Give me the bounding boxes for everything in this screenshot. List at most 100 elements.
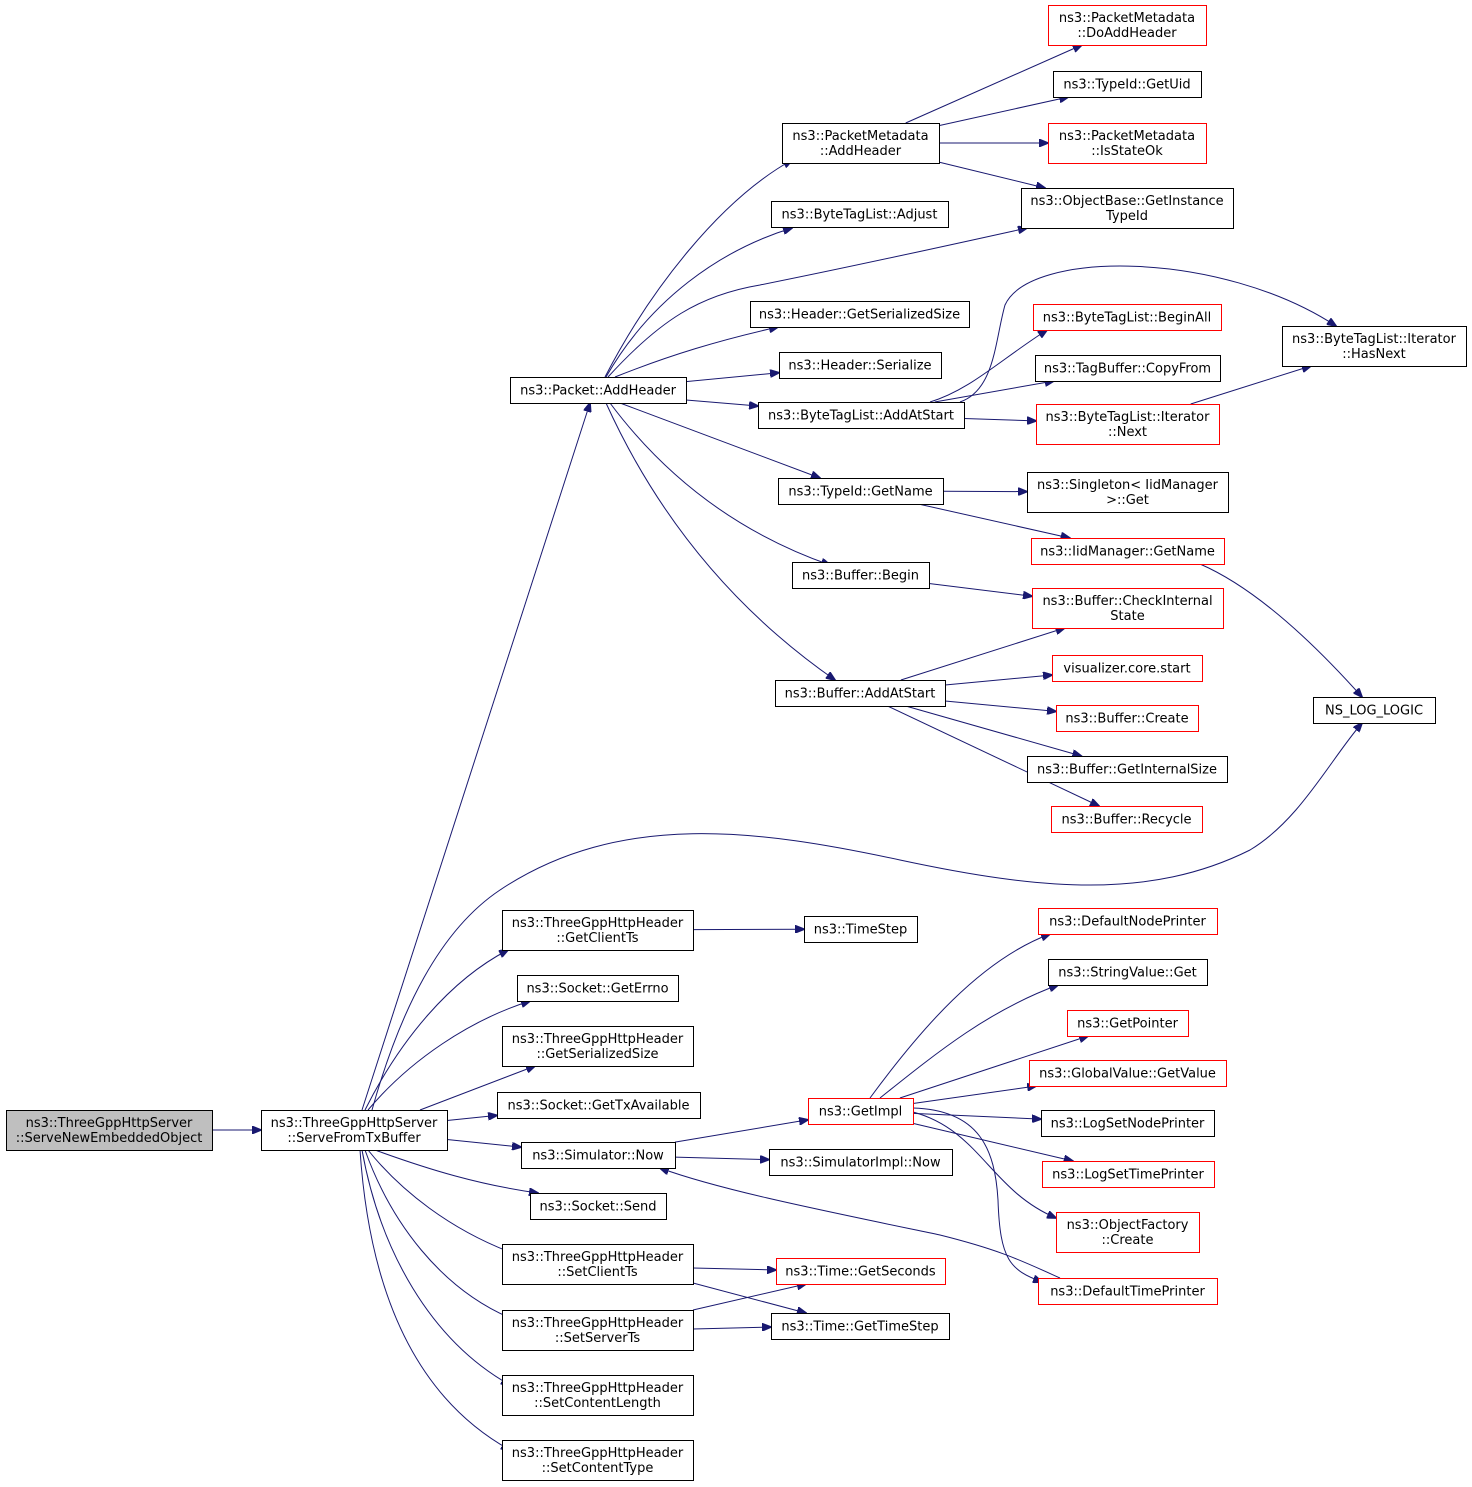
edge-pkt_addheader-to-btl_addatstart	[685, 399, 758, 406]
node-btl-addatstart[interactable]: ns3::ByteTagList::AddAtStart	[758, 402, 965, 429]
node-box	[1051, 806, 1203, 833]
node-label: ns3::ThreeGppHttpHeader	[512, 1316, 684, 1331]
node-hh-getsersize[interactable]: ns3::ThreeGppHttpHeader::GetSerializedSi…	[502, 1026, 694, 1067]
edge-serve_tx-to-pkt_addheader	[361, 403, 590, 1111]
node-ns-log-logic[interactable]: NS_LOG_LOGIC	[1313, 697, 1436, 724]
node-logsettimeprinter[interactable]: ns3::LogSetTimePrinter	[1042, 1161, 1215, 1188]
edge-hh_setserverts-to-time_getseconds	[692, 1284, 806, 1311]
node-label: ns3::TimeStep	[814, 923, 907, 938]
node-label: ns3::TypeId::GetName	[788, 485, 932, 500]
node-box	[261, 1110, 448, 1151]
node-time-getseconds[interactable]: ns3::Time::GetSeconds	[776, 1258, 946, 1285]
node-label: ns3::ThreeGppHttpHeader	[512, 1381, 684, 1396]
edge-pkt_addheader-to-pm_addheader	[604, 160, 792, 378]
node-label: ns3::Buffer::Recycle	[1061, 813, 1191, 828]
node-pm-addheader[interactable]: ns3::PacketMetadata::AddHeader	[782, 123, 940, 164]
node-time-gettimestep[interactable]: ns3::Time::GetTimeStep	[771, 1313, 950, 1340]
node-btl-beginall[interactable]: ns3::ByteTagList::BeginAll	[1033, 304, 1222, 331]
node-pm-isstateok[interactable]: ns3::PacketMetadata::IsStateOk	[1048, 123, 1207, 164]
edge-getimpl-to-default_time_printer	[912, 1107, 1042, 1282]
node-singleton-get[interactable]: ns3::Singleton< IidManager>::Get	[1027, 472, 1229, 513]
node-label: ::HasNext	[1342, 347, 1406, 362]
edge-getimpl-to-globalvalue_getvalue	[912, 1086, 1036, 1104]
node-hdr-serialize[interactable]: ns3::Header::Serialize	[779, 352, 942, 379]
edge-typeid_getname-to-iidmgr_getname	[918, 503, 1069, 538]
node-logsetnodeprinter[interactable]: ns3::LogSetNodePrinter	[1041, 1110, 1215, 1137]
node-box	[1067, 1010, 1189, 1037]
edge-pkt_addheader-to-btl_adjust	[605, 228, 792, 378]
node-label: ns3::Socket::Send	[539, 1200, 656, 1215]
node-pkt-addheader[interactable]: ns3::Packet::AddHeader	[510, 377, 687, 404]
node-buffer-addatstart[interactable]: ns3::Buffer::AddAtStart	[775, 680, 946, 707]
node-iidmgr-getname[interactable]: ns3::IidManager::GetName	[1031, 538, 1225, 565]
node-box	[1052, 655, 1203, 682]
node-box	[769, 1149, 953, 1176]
node-buffer-begin[interactable]: ns3::Buffer::Begin	[792, 562, 930, 589]
node-vis-core-start[interactable]: visualizer.core.start	[1052, 655, 1203, 682]
node-box	[497, 1092, 701, 1119]
node-btl-adjust[interactable]: ns3::ByteTagList::Adjust	[771, 201, 949, 228]
node-hh-setclientts[interactable]: ns3::ThreeGppHttpHeader::SetClientTs	[502, 1244, 694, 1285]
node-socket-send[interactable]: ns3::Socket::Send	[530, 1193, 667, 1220]
node-box	[502, 1440, 694, 1481]
node-default-time-printer[interactable]: ns3::DefaultTimePrinter	[1038, 1278, 1218, 1305]
edge-serve_tx-to-hh_getclientts	[364, 950, 508, 1111]
node-objfactory-create[interactable]: ns3::ObjectFactory::Create	[1056, 1212, 1200, 1253]
node-getimpl[interactable]: ns3::GetImpl	[808, 1098, 914, 1125]
edge-sim_now-to-getimpl	[674, 1120, 808, 1143]
node-box	[1033, 304, 1222, 331]
node-label: ns3::Buffer::Create	[1065, 712, 1188, 727]
node-box	[1041, 1110, 1215, 1137]
node-box	[530, 1193, 667, 1220]
node-tagbuf-copyfrom[interactable]: ns3::TagBuffer::CopyFrom	[1035, 355, 1221, 382]
node-btl-iter-hasnext[interactable]: ns3::ByteTagList::Iterator::HasNext	[1282, 326, 1467, 367]
edge-getimpl-to-objfactory_create	[912, 1111, 1056, 1218]
node-default-node-printer[interactable]: ns3::DefaultNodePrinter	[1038, 908, 1218, 935]
node-sim-now[interactable]: ns3::Simulator::Now	[521, 1142, 676, 1169]
edge-getimpl-to-stringvalue_get	[879, 985, 1058, 1099]
node-hh-getclientts[interactable]: ns3::ThreeGppHttpHeader::GetClientTs	[502, 910, 694, 951]
node-hdr-getsersize[interactable]: ns3::Header::GetSerializedSize	[750, 301, 970, 328]
node-hh-setcontentlength[interactable]: ns3::ThreeGppHttpHeader::SetContentLengt…	[502, 1375, 694, 1416]
edge-default_time_printer-to-sim_now	[660, 1168, 1061, 1279]
node-box	[502, 1310, 694, 1351]
node-socket-gettxavail[interactable]: ns3::Socket::GetTxAvailable	[497, 1092, 701, 1119]
node-root[interactable]: ns3::ThreeGppHttpServer::ServeNewEmbedde…	[6, 1110, 213, 1151]
node-hh-setcontenttype[interactable]: ns3::ThreeGppHttpHeader::SetContentType	[502, 1440, 694, 1481]
edge-pkt_addheader-to-objbase_getinst	[607, 228, 1027, 378]
node-typeid-getname[interactable]: ns3::TypeId::GetName	[778, 478, 944, 505]
node-buffer-recycle[interactable]: ns3::Buffer::Recycle	[1051, 806, 1203, 833]
node-pm-doadd[interactable]: ns3::PacketMetadata::DoAddHeader	[1048, 5, 1207, 46]
edge-btl_addatstart-to-tagbuf_copyfrom	[934, 381, 1054, 403]
node-typeid-getuid[interactable]: ns3::TypeId::GetUid	[1053, 71, 1202, 98]
node-label: ns3::ByteTagList::Iterator	[1046, 410, 1211, 425]
node-label: ns3::ThreeGppHttpServer	[26, 1116, 193, 1131]
node-label: ::SetClientTs	[557, 1265, 638, 1280]
node-box	[1031, 538, 1225, 565]
node-socket-geterrno[interactable]: ns3::Socket::GetErrno	[517, 975, 679, 1002]
node-label: ns3::ThreeGppHttpHeader	[512, 1032, 684, 1047]
node-box	[1313, 697, 1436, 724]
node-stringvalue-get[interactable]: ns3::StringValue::Get	[1048, 959, 1208, 986]
node-serve-tx[interactable]: ns3::ThreeGppHttpServer::ServeFromTxBuff…	[261, 1110, 448, 1151]
node-label: ns3::Buffer::Begin	[802, 569, 919, 584]
node-btl-iter-next[interactable]: ns3::ByteTagList::Iterator::Next	[1036, 404, 1220, 445]
node-simimpl-now[interactable]: ns3::SimulatorImpl::Now	[769, 1149, 953, 1176]
node-box	[1282, 326, 1467, 367]
node-getpointer[interactable]: ns3::GetPointer	[1067, 1010, 1189, 1037]
edge-btl_iter_next-to-btl_iter_hasnext	[1190, 366, 1311, 405]
node-timestep[interactable]: ns3::TimeStep	[804, 916, 918, 943]
node-box	[6, 1110, 213, 1151]
node-buffer-create[interactable]: ns3::Buffer::Create	[1056, 705, 1199, 732]
node-buffer-getinternalsize[interactable]: ns3::Buffer::GetInternalSize	[1027, 756, 1228, 783]
node-globalvalue-getvalue[interactable]: ns3::GlobalValue::GetValue	[1029, 1060, 1227, 1087]
edge-serve_tx-to-hh_getsersize	[419, 1066, 535, 1111]
edge-hh_setclientts-to-time_getseconds	[692, 1268, 776, 1270]
node-hh-setserverts[interactable]: ns3::ThreeGppHttpHeader::SetServerTs	[502, 1310, 694, 1351]
edge-buffer_begin-to-buffer_checkstate	[928, 583, 1032, 597]
node-box	[804, 916, 918, 943]
node-label: ::AddHeader	[820, 144, 902, 159]
node-label: ns3::GlobalValue::GetValue	[1039, 1067, 1216, 1082]
